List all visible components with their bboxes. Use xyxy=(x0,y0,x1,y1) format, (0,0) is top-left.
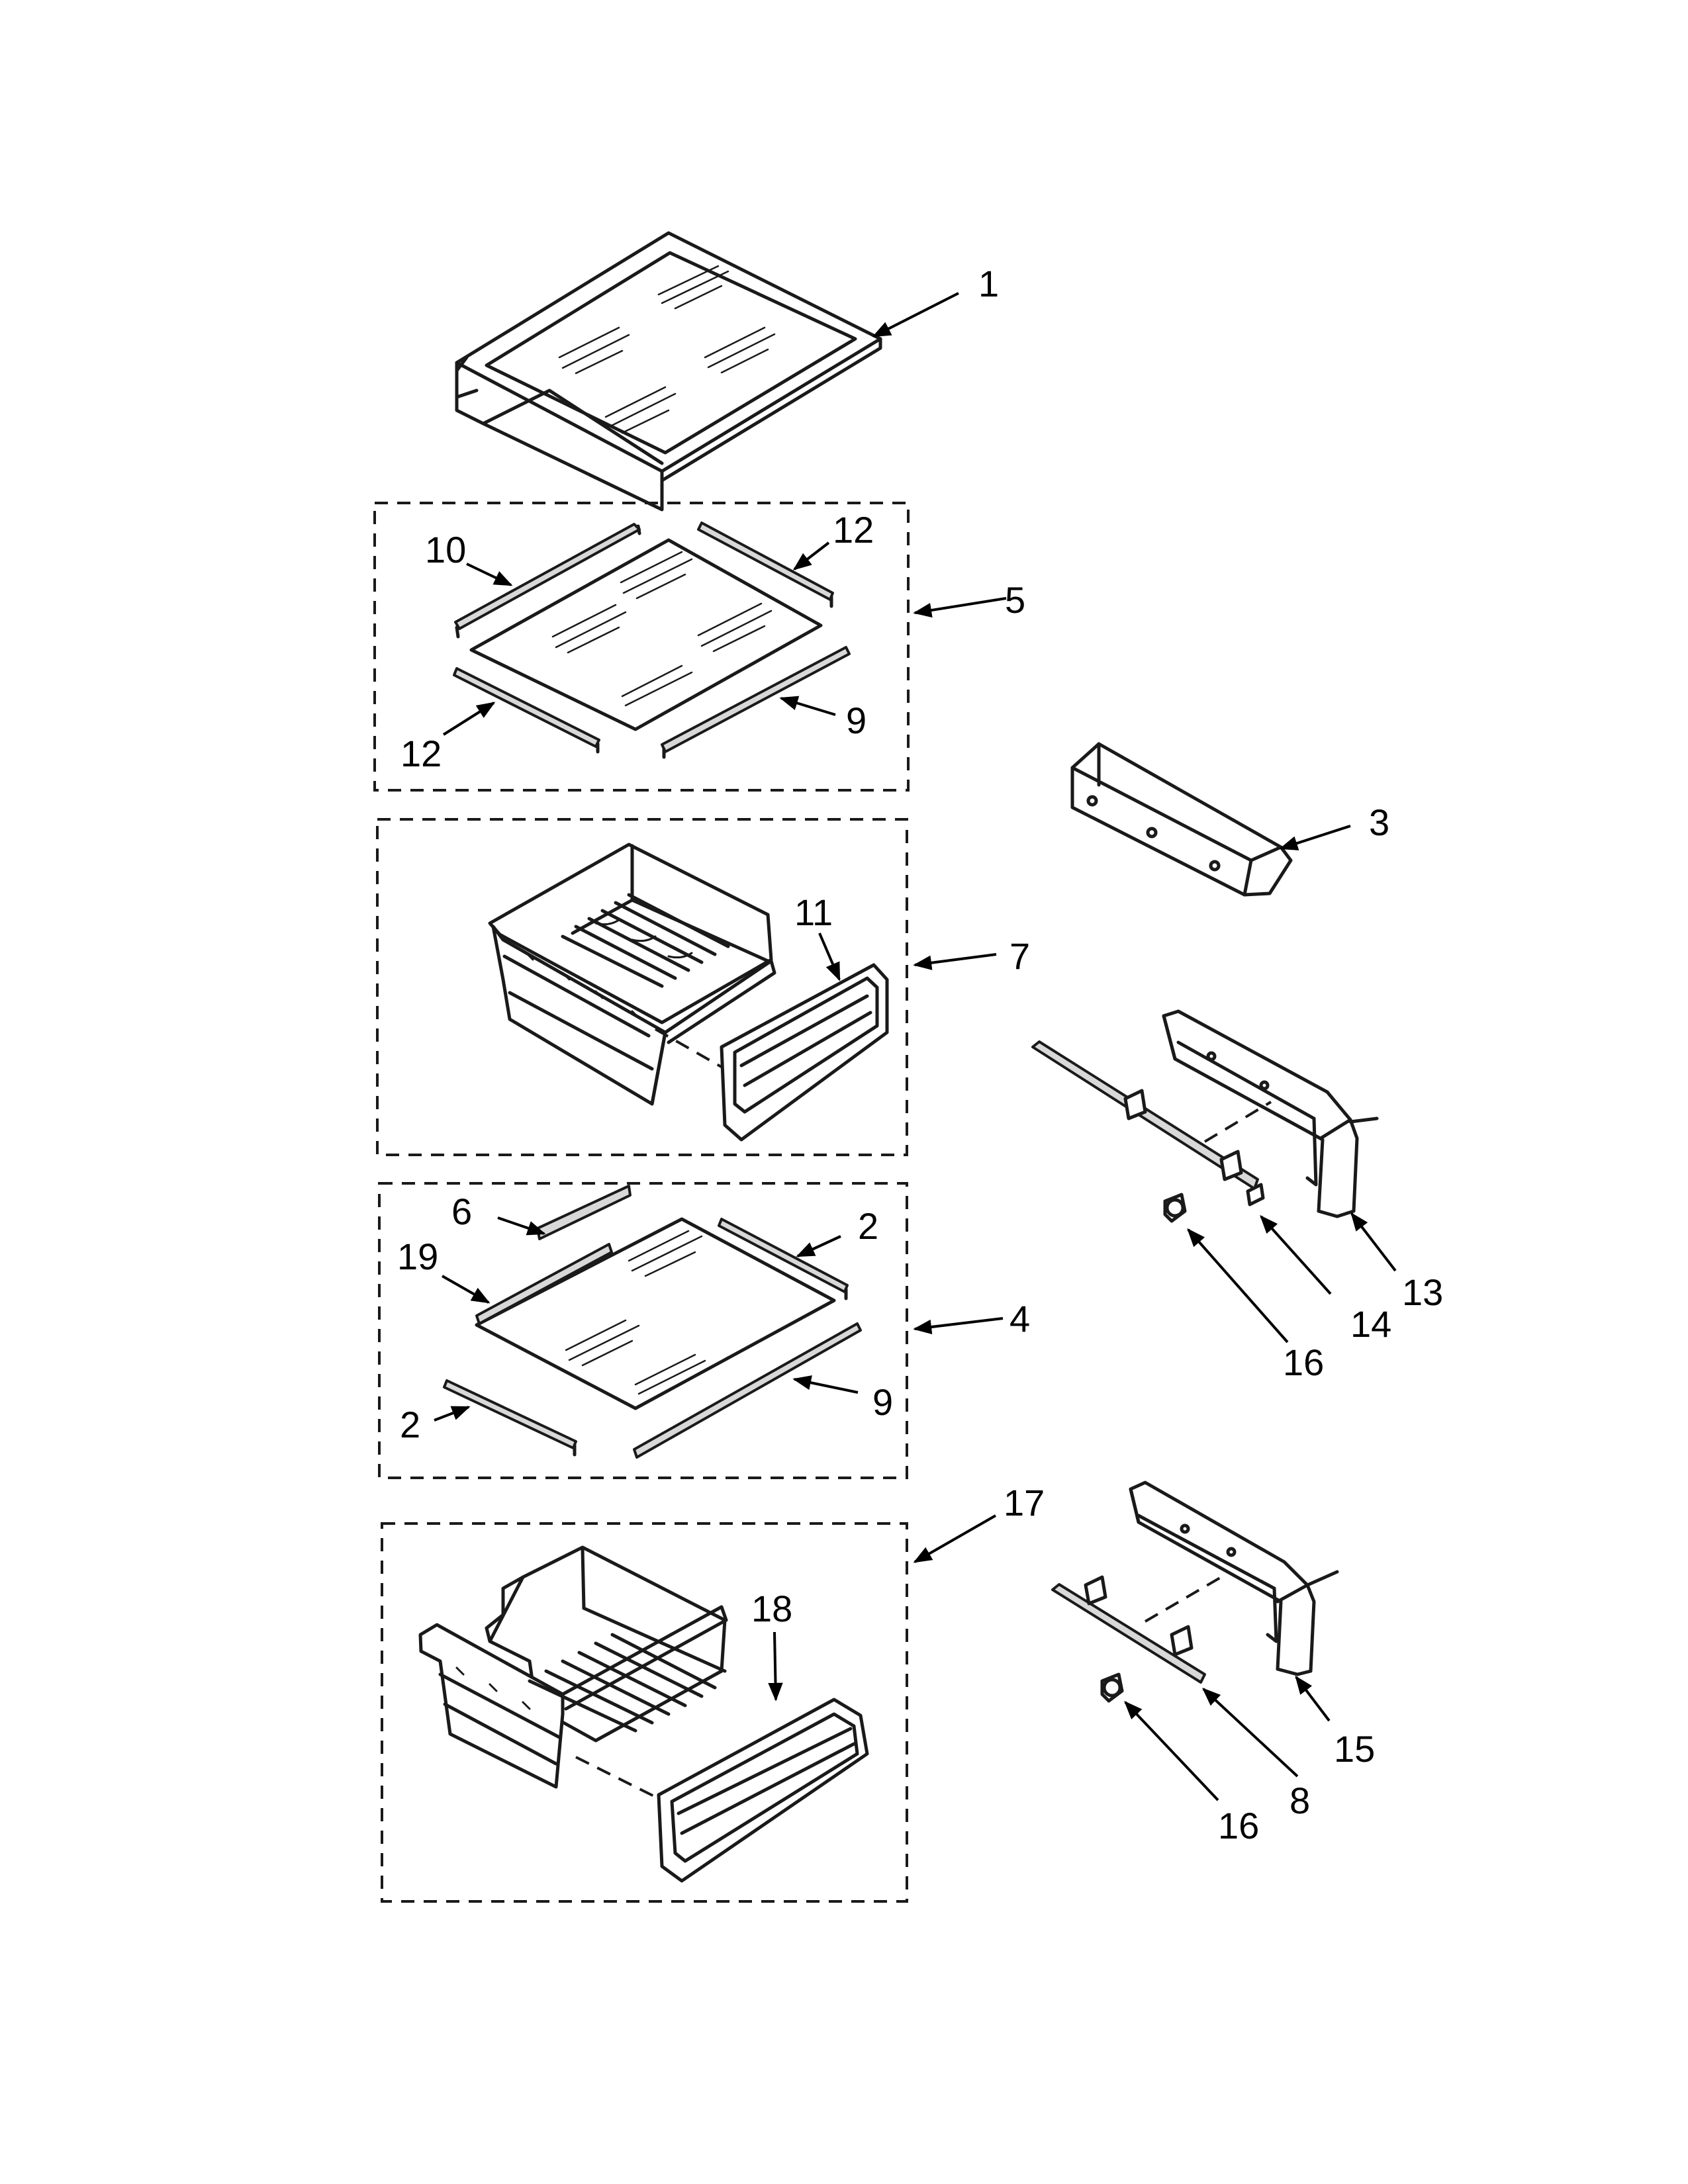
part-12-trim-lower xyxy=(453,667,600,754)
callout-15: 15 xyxy=(1334,1728,1375,1770)
part-15-drawer-slide-cover xyxy=(1129,1480,1339,1676)
part-9-trim-lower xyxy=(633,1322,862,1459)
part-16-screw-upper xyxy=(1163,1193,1187,1223)
callout-19: 19 xyxy=(397,1236,438,1277)
callout-2-upper: 2 xyxy=(858,1205,878,1247)
callout-13: 13 xyxy=(1402,1271,1443,1313)
assembly-box-5 xyxy=(373,502,910,792)
part-16-screw-lower xyxy=(1100,1672,1124,1703)
assembly-box-7 xyxy=(376,818,908,1156)
part-11-crisper-front xyxy=(720,963,889,1142)
callout-10: 10 xyxy=(425,529,466,570)
callout-14: 14 xyxy=(1350,1303,1391,1345)
callout-16-lower: 16 xyxy=(1218,1805,1259,1846)
callout-7: 7 xyxy=(1009,935,1030,977)
part-8-drawer-slide xyxy=(1051,1574,1226,1684)
callout-18: 18 xyxy=(751,1588,792,1629)
leader-lines xyxy=(434,292,1397,1801)
part-9-trim xyxy=(661,646,851,759)
callout-2-lower: 2 xyxy=(400,1404,420,1445)
part-17-meat-pan xyxy=(418,1545,728,1801)
part-2-trim-upper xyxy=(718,1218,849,1300)
callout-17: 17 xyxy=(1004,1482,1045,1524)
callout-4: 4 xyxy=(1009,1298,1030,1340)
callout-9-upper: 9 xyxy=(846,700,867,741)
callout-16-upper: 16 xyxy=(1283,1342,1324,1383)
part-7-crisper-pan xyxy=(488,842,776,1106)
part-18-meat-pan-front xyxy=(657,1698,869,1883)
part-6-trim xyxy=(536,1185,632,1240)
callout-12-upper: 12 xyxy=(833,509,874,551)
callout-9-lower: 9 xyxy=(872,1381,893,1423)
callout-5: 5 xyxy=(1005,579,1025,621)
callout-1: 1 xyxy=(978,263,999,304)
callout-12-lower: 12 xyxy=(400,733,442,774)
callout-3: 3 xyxy=(1369,801,1389,843)
callout-labels: 1 10 12 5 12 9 3 11 7 6 2 19 4 2 9 13 14… xyxy=(397,263,1443,1846)
part-2-trim-lower xyxy=(443,1379,577,1457)
assembly-box-4 xyxy=(378,1182,908,1479)
part-13-drawer-slide-cover xyxy=(1162,1009,1379,1218)
part-19-trim xyxy=(475,1243,613,1325)
part-14-drawer-slide xyxy=(1031,1040,1272,1206)
part-4-glass-shelf xyxy=(475,1217,836,1410)
callout-11: 11 xyxy=(794,891,833,933)
callout-6: 6 xyxy=(451,1191,472,1232)
part-1-shelf-assembly xyxy=(455,231,882,512)
callout-8: 8 xyxy=(1289,1780,1310,1821)
part-12-trim-upper xyxy=(697,522,834,608)
part-10-trim xyxy=(454,523,641,639)
part-3-cover xyxy=(1070,742,1293,897)
part-5-glass-shelf xyxy=(469,538,823,731)
